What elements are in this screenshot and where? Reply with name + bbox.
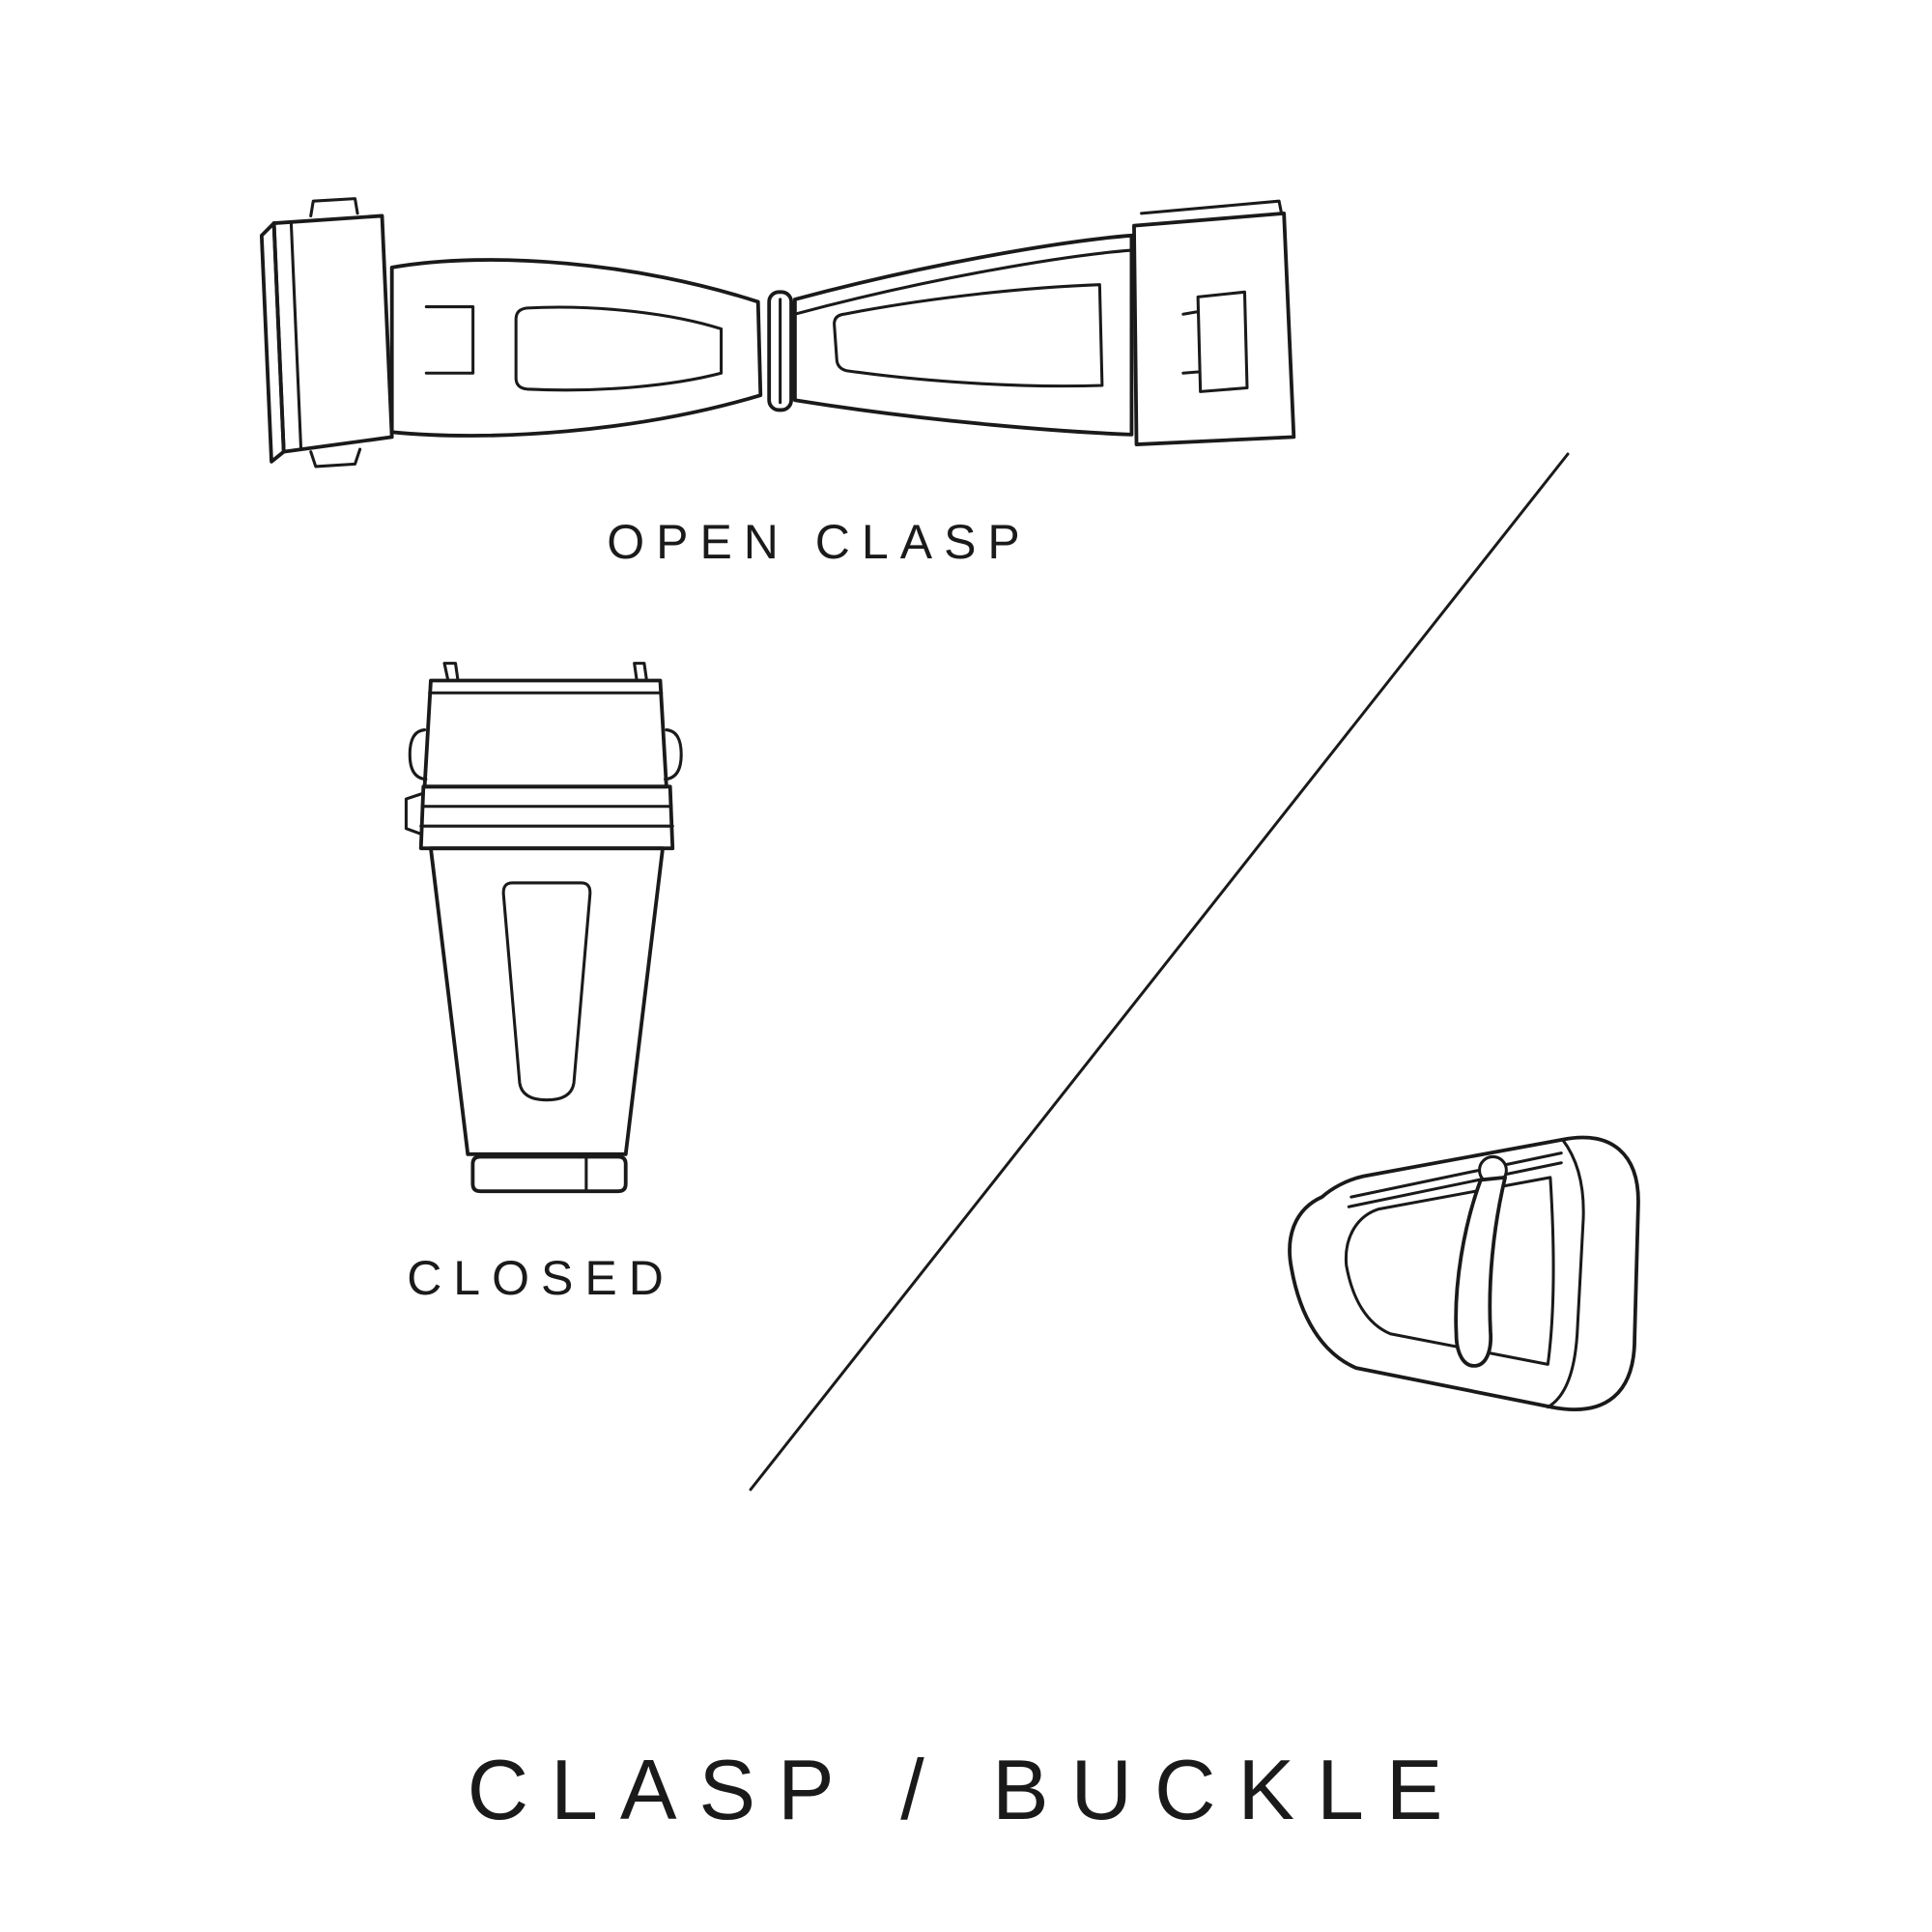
closed-clasp-drawing — [404, 662, 683, 1194]
closed-clasp-top-cover — [408, 678, 683, 789]
closed-clasp-illustration — [386, 661, 707, 1204]
buckle-illustration — [1246, 1099, 1662, 1441]
closed-clasp-label: CLOSED — [407, 1251, 675, 1305]
closed-clasp-body — [429, 846, 665, 1156]
buckle-frame — [1288, 1135, 1640, 1412]
open-clasp-illustration — [232, 191, 1314, 498]
closed-clasp-base — [470, 1154, 628, 1194]
open-clasp-drawing — [259, 197, 1296, 469]
buckle-prong — [1454, 1176, 1507, 1368]
closed-clasp-mid-band — [404, 784, 675, 851]
open-clasp-left-arm — [389, 258, 763, 438]
tang-buckle-drawing — [1288, 1135, 1640, 1412]
buckle-bar — [1347, 1151, 1563, 1208]
open-clasp-right-arm — [792, 233, 1134, 437]
open-clasp-hinge — [767, 290, 793, 412]
closed-clasp-springbar-tips — [442, 662, 648, 683]
open-clasp-left-endpiece — [259, 197, 394, 469]
open-clasp-label: OPEN CLASP — [607, 515, 1032, 569]
open-clasp-right-endpiece — [1132, 199, 1296, 446]
page-title: CLASP / BUCKLE — [467, 1742, 1465, 1837]
